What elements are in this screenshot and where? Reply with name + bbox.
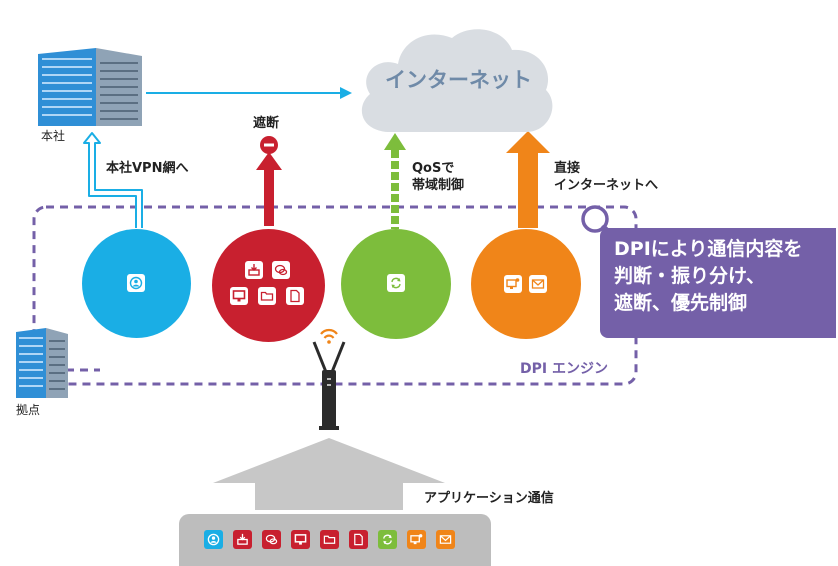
monitor-icon bbox=[232, 290, 246, 302]
chat-icon bbox=[274, 264, 288, 276]
branch-building-icon bbox=[16, 328, 68, 398]
chat-chip bbox=[272, 261, 290, 279]
block-label: 遮断 bbox=[253, 116, 280, 131]
contact-icon bbox=[129, 276, 143, 290]
block-arrow-shaft bbox=[264, 168, 274, 226]
callout-line-2: 判断・振り分け、 bbox=[614, 265, 766, 287]
sync-icon bbox=[391, 277, 401, 289]
remote-desktop-chip bbox=[504, 275, 522, 293]
contact-chip bbox=[127, 274, 145, 292]
internet-cloud bbox=[361, 29, 553, 132]
qos-route-circle bbox=[341, 229, 451, 339]
tray-monitor-icon bbox=[291, 530, 310, 549]
dpi-engine-label: DPI エンジン bbox=[520, 361, 608, 377]
inbox-icon bbox=[248, 264, 260, 276]
mail-chip bbox=[529, 275, 547, 293]
block-arrow-head bbox=[256, 152, 282, 170]
vpn-label: 本社VPN網へ bbox=[106, 161, 189, 176]
inbox-chip bbox=[245, 261, 263, 279]
qos-label-line2: 帯域制御 bbox=[412, 178, 465, 193]
direct-arrow-head bbox=[506, 131, 550, 153]
tray-inbox-icon bbox=[233, 530, 252, 549]
tray-folder-icon bbox=[320, 530, 339, 549]
app-traffic-label: アプリケーション通信 bbox=[424, 491, 554, 506]
qos-label-line1: QoSで bbox=[412, 161, 455, 176]
folder-icon bbox=[260, 291, 274, 301]
tray-chat-icon bbox=[262, 530, 281, 549]
branch-label: 拠点 bbox=[16, 403, 41, 417]
vpn-route-circle bbox=[82, 229, 191, 338]
monitor-chip bbox=[230, 287, 248, 305]
tray-contact-icon bbox=[204, 530, 223, 549]
direct-route-circle bbox=[471, 229, 581, 339]
headquarters-building-icon bbox=[38, 48, 142, 126]
callout-line-1: DPIにより通信内容を bbox=[614, 238, 803, 260]
hq-internet-arrowhead bbox=[340, 87, 352, 99]
traffic-up-arrow bbox=[213, 438, 445, 510]
block-stop-icon bbox=[260, 136, 278, 154]
direct-arrow-shaft bbox=[518, 150, 538, 228]
block-route-circle bbox=[212, 229, 325, 342]
internet-label: インターネット bbox=[385, 68, 532, 92]
sync-chip bbox=[387, 274, 405, 292]
headquarters-label: 本社 bbox=[41, 129, 66, 143]
tray-document-icon bbox=[349, 530, 368, 549]
remote-desktop-icon bbox=[506, 278, 520, 289]
mail-icon bbox=[531, 279, 545, 289]
document-icon bbox=[290, 289, 300, 303]
tray-remote-desktop-icon bbox=[407, 530, 426, 549]
callout-line-3: 遮断、優先制御 bbox=[614, 292, 748, 314]
vpn-hollow-arrow bbox=[83, 132, 143, 228]
folder-chip bbox=[258, 287, 276, 305]
tray-sync-icon bbox=[378, 530, 397, 549]
qos-arrow-head bbox=[384, 133, 406, 150]
document-chip bbox=[286, 287, 304, 305]
dpi-callout: DPIにより通信内容を 判断・振り分け、 遮断、優先制御 bbox=[600, 228, 836, 338]
direct-label-line1: 直接 bbox=[554, 161, 581, 176]
app-tray bbox=[179, 514, 491, 566]
tray-mail-icon bbox=[436, 530, 455, 549]
direct-label-line2: インターネットへ bbox=[554, 178, 659, 193]
router-icon bbox=[312, 328, 346, 430]
